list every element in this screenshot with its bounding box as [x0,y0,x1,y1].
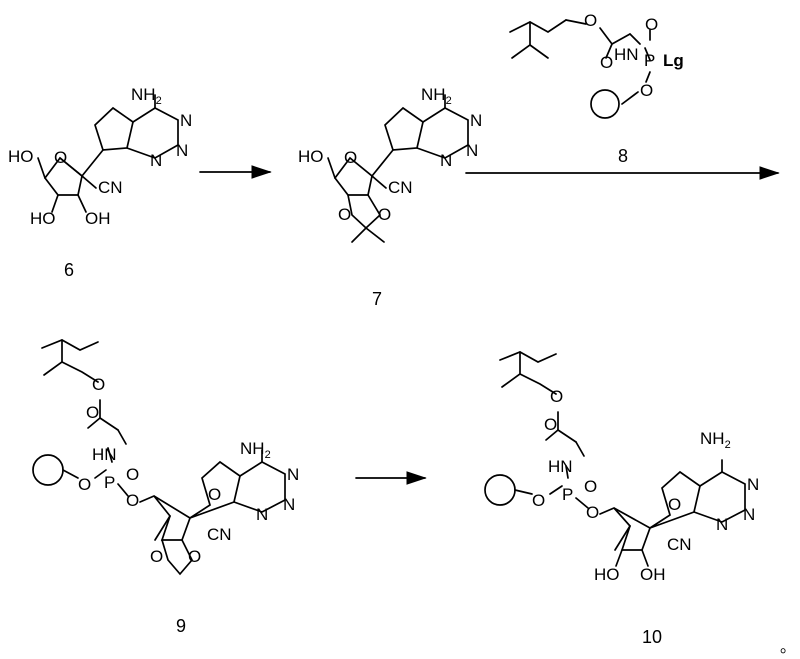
compound-10-o-carbonyl: O [544,415,557,434]
compound-10-o-link: O [586,503,599,522]
compound-7-ring-o: O [344,148,357,167]
compound-6-oh-right: OH [85,209,111,228]
compound-9-cn: CN [207,525,232,544]
compound-9-o-link: O [126,491,139,510]
compound-7-cn: CN [388,178,413,197]
compound-7-n1: N [470,111,482,130]
compound-10-n2: N [743,505,755,524]
compound-9-n3: N [256,505,268,524]
compound-10-label: 10 [642,627,662,647]
reagent-8-o2: O [600,53,613,72]
compound-6-cn: CN [98,178,123,197]
compound-6-label: 6 [64,260,74,280]
compound-10-nh2: NH2 [700,429,731,451]
compound-10-n3: N [716,515,728,534]
compound-7-structure [327,94,469,243]
compound-10-ring-o: O [668,495,681,514]
compound-9-o-carbonyl: O [86,403,99,422]
compound-10-ho: HO [594,565,620,584]
compound-6-structure [37,94,179,213]
compound-6-ring-o: O [54,148,67,167]
reagent-8-o1: O [584,11,597,30]
compound-6-n1: N [180,111,192,130]
reagent-8-o4: O [640,81,653,100]
reagent-8-p: P [644,51,655,70]
compound-9-o-phenoxy: O [78,475,91,494]
reagent-8-lg: Lg [663,51,684,70]
compound-9-n1: N [287,465,299,484]
compound-9-n2: N [283,495,295,514]
compound-10-cn: CN [667,535,692,554]
compound-10-n1: N [747,475,759,494]
compound-9-ring-o: O [208,485,221,504]
compound-10-p: P [562,485,573,504]
compound-7-o-left: O [338,205,351,224]
compound-6-n3: N [150,151,162,170]
compound-6-n2: N [176,141,188,160]
compound-10-o-po: O [584,477,597,496]
compound-10-o-ester: O [550,387,563,406]
compound-6-ho-left: HO [30,209,56,228]
compound-9-p: P [104,473,115,492]
trailing-mark: 。 [780,639,796,656]
compound-6-nh2: NH2 [131,85,162,107]
compound-9-hn: HN [92,445,117,464]
compound-10-oh: OH [640,565,666,584]
reagent-8-o3: O [645,15,658,34]
compound-10-o-phenoxy: O [532,491,545,510]
compound-9-o-acetonide-right: O [188,547,201,566]
compound-7-ho: HO [298,147,324,166]
compound-9-label: 9 [176,616,186,636]
reagent-8-label: 8 [618,146,628,166]
reagent-8-hn: HN [614,45,639,64]
compound-7-n2: N [466,141,478,160]
compound-7-label: 7 [372,289,382,309]
compound-6-ho-top: HO [8,147,34,166]
compound-9-o-acetonide-left: O [150,547,163,566]
compound-9-nh2: NH2 [240,439,271,461]
compound-7-o-right: O [378,205,391,224]
compound-7-n3: N [440,151,452,170]
compound-9-structure [32,339,286,576]
compound-7-nh2: NH2 [421,85,452,107]
compound-9-o-po: O [126,465,139,484]
reagent-8-structure [509,19,651,119]
compound-9-o-ester: O [92,375,105,394]
compound-10-structure [484,351,746,567]
compound-10-hn: HN [548,457,573,476]
